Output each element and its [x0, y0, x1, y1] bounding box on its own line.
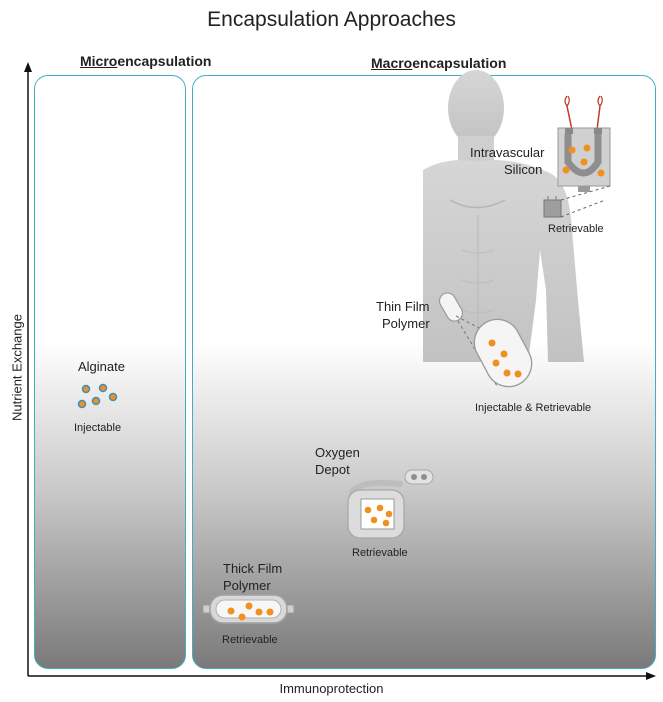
intravascular-device	[543, 95, 611, 218]
oxygen-depot-label-line2: Depot	[315, 462, 350, 477]
oxygen-depot-device	[347, 469, 434, 539]
thin-film-label-line1: Thin Film	[376, 299, 430, 314]
thick-film-label-line1: Thick Film	[223, 561, 283, 576]
thin-film-note: Injectable & Retrievable	[475, 402, 592, 414]
oxygen-depot-note: Retrievable	[352, 547, 408, 559]
thin-film-device	[438, 292, 533, 388]
oxygen-depot-label-line1: Oxygen	[315, 445, 360, 460]
intravascular-label-line2: Silicon	[504, 162, 543, 177]
thick-film-note: Retrievable	[222, 634, 278, 646]
intravascular-note: Retrievable	[548, 223, 604, 235]
alginate-label: Alginate	[78, 359, 125, 374]
page-title: Encapsulation Approaches	[207, 8, 456, 31]
macro-region-title: Macroencapsulation	[371, 55, 507, 71]
micro-region-title: Microencapsulation	[80, 53, 212, 69]
thick-film-label-line2: Polymer	[223, 578, 271, 593]
micro-panel	[34, 75, 186, 669]
thick-film-device	[202, 594, 295, 624]
alginate-capsules	[77, 383, 118, 409]
intravascular-label-line1: Intravascular	[470, 145, 545, 160]
alginate-note: Injectable	[74, 422, 122, 434]
x-axis-label: Immunoprotection	[279, 681, 384, 696]
thin-film-label-line2: Polymer	[382, 316, 430, 331]
